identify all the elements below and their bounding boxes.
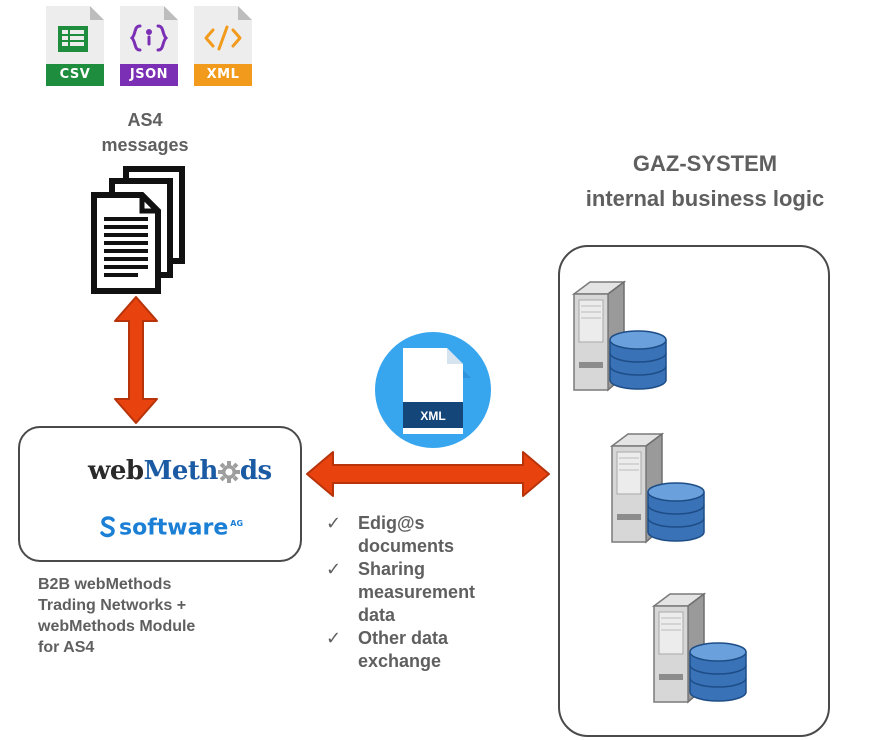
json-file-icon: JSON <box>118 4 180 88</box>
list-item-line: measurement <box>358 582 476 602</box>
b2b-webmethods-label: B2B webMethods Trading Networks + webMet… <box>38 574 298 658</box>
webmethods-panel <box>18 426 302 562</box>
as4-messages-label: AS4 messages <box>90 108 200 158</box>
gaz-system-title-line1: GAZ-SYSTEM <box>632 151 778 176</box>
database-server-icon <box>571 280 667 392</box>
list-item: ✓ Edig@s documents <box>322 512 522 558</box>
webmethods-logo-part3: ds <box>239 456 272 486</box>
list-item-line: documents <box>358 536 455 556</box>
xml-file-icon: XML <box>192 4 254 88</box>
software-logo-text: software <box>119 515 229 541</box>
webmethods-logo-part2: Meth <box>143 456 219 486</box>
code-icon <box>204 25 242 51</box>
braces-icon <box>129 24 169 52</box>
json-label: JSON <box>129 67 169 82</box>
xml-label: XML <box>206 67 240 82</box>
list-item-line: exchange <box>358 651 442 671</box>
csv-file-icon: CSV <box>44 4 106 88</box>
horizontal-double-arrow <box>306 451 550 497</box>
table-icon <box>58 26 88 52</box>
list-item-line: Edig@s <box>358 513 425 533</box>
xml-document-icon: XML <box>375 332 491 448</box>
database-server-icon <box>609 432 705 544</box>
file-type-icons: CSV JSON XML <box>44 0 258 92</box>
gaz-system-title-line2: internal business logic <box>585 186 825 211</box>
b2b-label-line: B2B webMethods <box>38 576 172 593</box>
list-item-line: data <box>358 605 396 625</box>
list-item-line: Other data <box>358 628 449 648</box>
b2b-label-line: Trading Networks + <box>38 597 187 614</box>
documents-stack-icon <box>91 166 185 294</box>
database-server-icon <box>651 592 747 704</box>
software-s-icon <box>100 516 116 546</box>
software-logo-ag: AG <box>230 519 244 528</box>
list-item-line: Sharing <box>358 559 426 579</box>
vertical-double-arrow <box>114 296 158 424</box>
as4-label-line2: messages <box>101 135 189 155</box>
b2b-label-line: for AS4 <box>38 639 95 656</box>
list-item: ✓ Other data exchange <box>322 627 522 673</box>
list-item: ✓ Sharing measurement data <box>322 558 522 627</box>
exchange-checklist: ✓ Edig@s documents ✓ Sharing measurement… <box>322 512 522 673</box>
xml-badge-text: XML <box>420 409 445 423</box>
b2b-label-line: webMethods Module <box>38 618 196 635</box>
csv-label: CSV <box>59 67 91 82</box>
check-icon: ✓ <box>326 513 342 534</box>
webmethods-logo-part1: web <box>88 456 144 486</box>
gear-icon <box>217 459 240 491</box>
as4-label-line1: AS4 <box>127 110 163 130</box>
check-icon: ✓ <box>326 628 342 649</box>
gaz-system-title: GAZ-SYSTEM internal business logic <box>535 146 875 216</box>
check-icon: ✓ <box>326 559 342 580</box>
